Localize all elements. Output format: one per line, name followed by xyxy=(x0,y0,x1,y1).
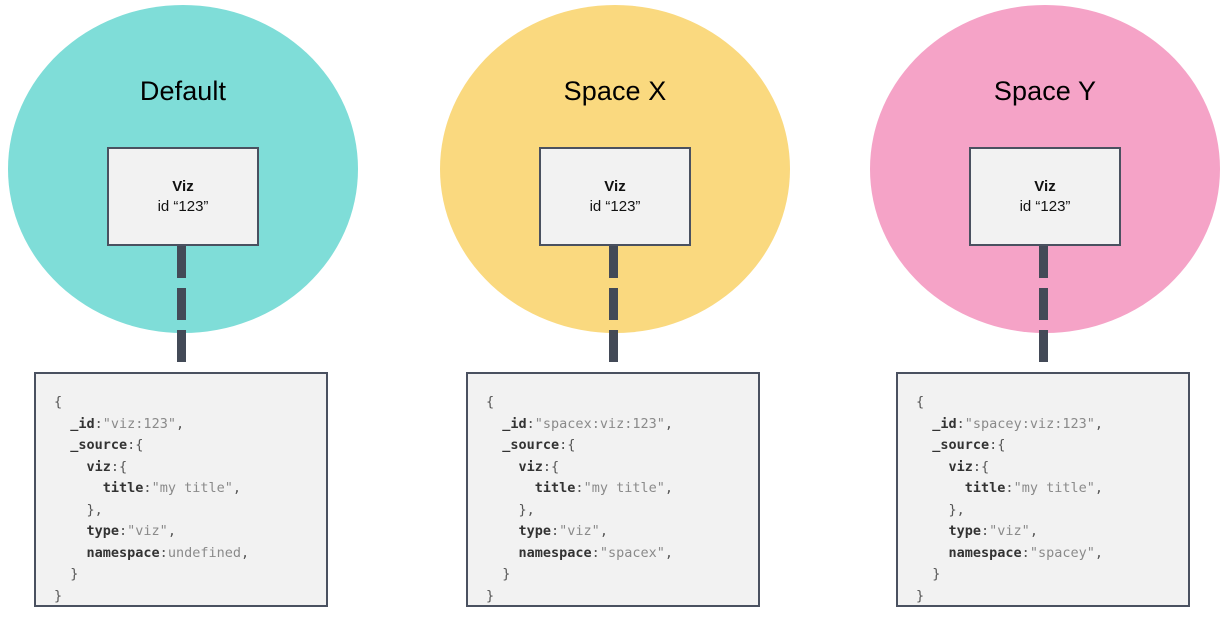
space-label-spacex: Space X xyxy=(563,76,667,106)
connector-dash xyxy=(609,330,618,362)
code-content-default: { _id:"viz:123", _source:{ viz:{ title:"… xyxy=(54,394,250,604)
viz-node-spacex[interactable]: Viz id “123” xyxy=(539,147,691,246)
viz-node-title: Viz xyxy=(1034,177,1056,195)
connector-dash xyxy=(609,246,618,278)
code-id-value: "spacey:viz:123" xyxy=(964,415,1095,432)
code-id-value: "spacex:viz:123" xyxy=(534,415,665,432)
space-column-default: Default Viz id “123” { _id:"viz:123", _s… xyxy=(0,0,410,622)
space-column-spacex: Space X Viz id “123” { _id:"spacex:viz:1… xyxy=(432,0,842,622)
connector-dash xyxy=(1039,246,1048,278)
connector-dash xyxy=(1039,288,1048,320)
connector-dash xyxy=(177,330,186,362)
connector-dash xyxy=(1039,330,1048,362)
viz-node-id: id “123” xyxy=(589,197,641,215)
code-type-value: "viz" xyxy=(559,523,600,539)
code-type-value: "viz" xyxy=(989,523,1030,539)
space-column-spacey: Space Y Viz id “123” { _id:"spacey:viz:1… xyxy=(862,0,1228,622)
code-namespace-value: undefined xyxy=(167,544,241,561)
code-panel-spacex: { _id:"spacex:viz:123", _source:{ viz:{ … xyxy=(466,372,760,607)
code-title-value: "my title" xyxy=(583,480,665,496)
viz-node-id: id “123” xyxy=(157,197,209,215)
code-namespace-value: "spacex" xyxy=(599,544,665,561)
connector-dashed-spacey xyxy=(1039,246,1048,372)
viz-node-default[interactable]: Viz id “123” xyxy=(107,147,259,246)
viz-node-id: id “123” xyxy=(1019,197,1071,215)
connector-dash xyxy=(177,288,186,320)
space-label-default: Default xyxy=(139,76,227,106)
connector-dash xyxy=(177,246,186,278)
code-id-value: "viz:123" xyxy=(102,415,176,432)
viz-node-title: Viz xyxy=(172,177,194,195)
connector-dashed-default xyxy=(177,246,186,372)
code-content-spacey: { _id:"spacey:viz:123", _source:{ viz:{ … xyxy=(916,394,1103,604)
code-title-value: "my title" xyxy=(151,480,233,496)
code-panel-spacey: { _id:"spacey:viz:123", _source:{ viz:{ … xyxy=(896,372,1190,607)
code-type-value: "viz" xyxy=(127,523,168,539)
space-label-spacey: Space Y xyxy=(993,76,1097,106)
viz-node-spacey[interactable]: Viz id “123” xyxy=(969,147,1121,246)
viz-node-title: Viz xyxy=(604,177,626,195)
code-panel-default: { _id:"viz:123", _source:{ viz:{ title:"… xyxy=(34,372,328,607)
connector-dashed-spacex xyxy=(609,246,618,372)
code-content-spacex: { _id:"spacex:viz:123", _source:{ viz:{ … xyxy=(486,394,673,604)
code-title-value: "my title" xyxy=(1013,480,1095,496)
connector-dash xyxy=(609,288,618,320)
code-namespace-value: "spacey" xyxy=(1029,544,1095,561)
